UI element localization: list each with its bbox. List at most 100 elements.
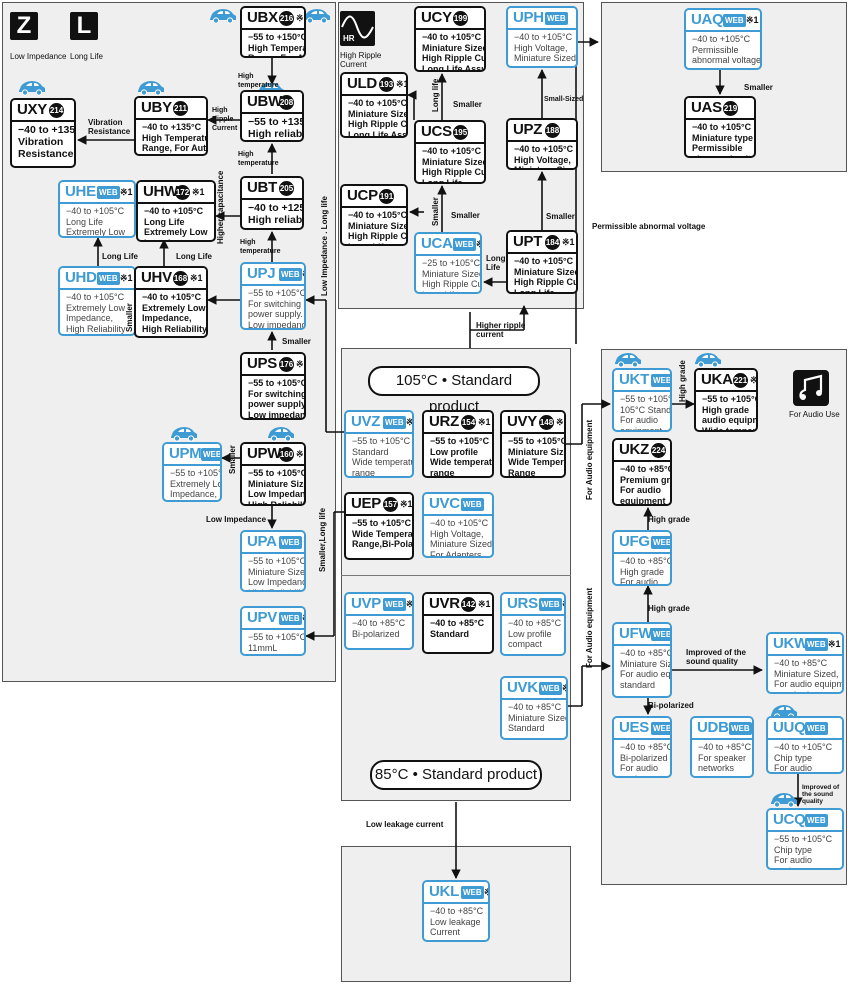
- web-badge: WEB: [453, 238, 476, 251]
- web-badge: WEB: [805, 814, 828, 827]
- description-line: −40 to +135°C: [18, 124, 76, 136]
- label-high-ripple-current: High Ripple Current: [212, 107, 238, 132]
- description-line: 11mmL: [248, 642, 278, 653]
- label-smaller-ups: Smaller: [282, 337, 311, 346]
- car-icon: [210, 9, 236, 24]
- description-line: equipment: [774, 774, 839, 775]
- label-small-sized: Small-Sized: [544, 96, 584, 103]
- description-line: Chip type: [774, 752, 813, 763]
- description-line: −55 to +105°C: [248, 632, 306, 642]
- music-note-icon: [793, 370, 829, 406]
- high-ripple-caption-line1: High Ripple: [340, 51, 382, 60]
- series-name: UAQ: [691, 11, 724, 28]
- description-line: High grade: [702, 404, 750, 415]
- series-name: UPH: [513, 9, 544, 26]
- description-line: −40 to +85°C: [430, 618, 485, 628]
- description-line: High Ripple Current,: [348, 231, 407, 241]
- label-high-temperature-1: High temperature: [238, 73, 279, 89]
- footnote-mark: ※1: [120, 187, 133, 197]
- series-name: UHW: [143, 183, 178, 200]
- low-impedance-caption: Low Impedance: [10, 52, 67, 61]
- description-line: For Adapters: [430, 549, 482, 558]
- series-name: UPT: [513, 233, 543, 250]
- series-name: UKZ: [619, 441, 649, 458]
- audio-caption: For Audio Use: [789, 410, 840, 419]
- high-ripple-caption: High Ripple Current: [340, 51, 381, 69]
- description-line: Low profile: [508, 628, 552, 639]
- web-badge: WEB: [383, 598, 406, 611]
- series-name: UPJ: [247, 265, 276, 282]
- standard-105-label: 105°C • Standard product: [368, 366, 540, 415]
- series-description: −40 to +135°CVibrationResistance: [18, 124, 76, 160]
- description-line: High reliability: [248, 214, 303, 226]
- description-line: For audio: [620, 577, 659, 586]
- description-line: Miniature Sized: [514, 165, 578, 170]
- description-line: For audio: [774, 763, 813, 773]
- footnote-mark: ※1: [478, 417, 491, 427]
- description-line: Range: [508, 467, 536, 478]
- description-line: standard: [774, 690, 839, 693]
- page-number-badge: 191: [379, 189, 394, 204]
- description-line: High Temperature: [248, 42, 304, 53]
- high-ripple-glyph: HR: [343, 34, 355, 43]
- description-line: Miniature Sized,: [422, 268, 482, 279]
- description-line: −40 to +85°C: [430, 906, 484, 916]
- label-low-impedance: Low Impedance: [206, 515, 267, 524]
- car-icon: [19, 81, 45, 96]
- description-line: Miniature Sized,: [248, 478, 304, 489]
- description-line: Standard: [508, 723, 545, 733]
- label-smaller-upz: Smaller: [546, 212, 575, 221]
- web-badge: WEB: [461, 498, 484, 511]
- description-line: High reliability: [248, 128, 303, 140]
- description-line: equipment: [774, 866, 839, 869]
- series-name: UCQ: [773, 811, 806, 828]
- series-name: UKA: [701, 371, 733, 388]
- footnote-mark: ※1: [302, 268, 304, 281]
- page-number-badge: 157: [383, 497, 398, 512]
- web-badge: WEB: [279, 268, 302, 281]
- footnote-mark: ※1: [400, 499, 413, 509]
- description-line: High Ripple Current,: [422, 167, 486, 177]
- page-number-badge: 205: [279, 181, 294, 196]
- description-line: range: [430, 467, 455, 478]
- series-name: UVK: [507, 679, 538, 696]
- description-line: Low Impedance,: [248, 577, 304, 587]
- description-line: power supply.: [248, 399, 306, 409]
- car-icon: [171, 427, 197, 442]
- description-line: For audio: [620, 485, 661, 495]
- description-line: For switching: [248, 388, 306, 399]
- description-line: For switching: [248, 298, 302, 309]
- series-name: UHE: [65, 183, 96, 200]
- footnote-mark: ※1: [192, 187, 205, 197]
- footnote-mark: ※1: [302, 612, 304, 625]
